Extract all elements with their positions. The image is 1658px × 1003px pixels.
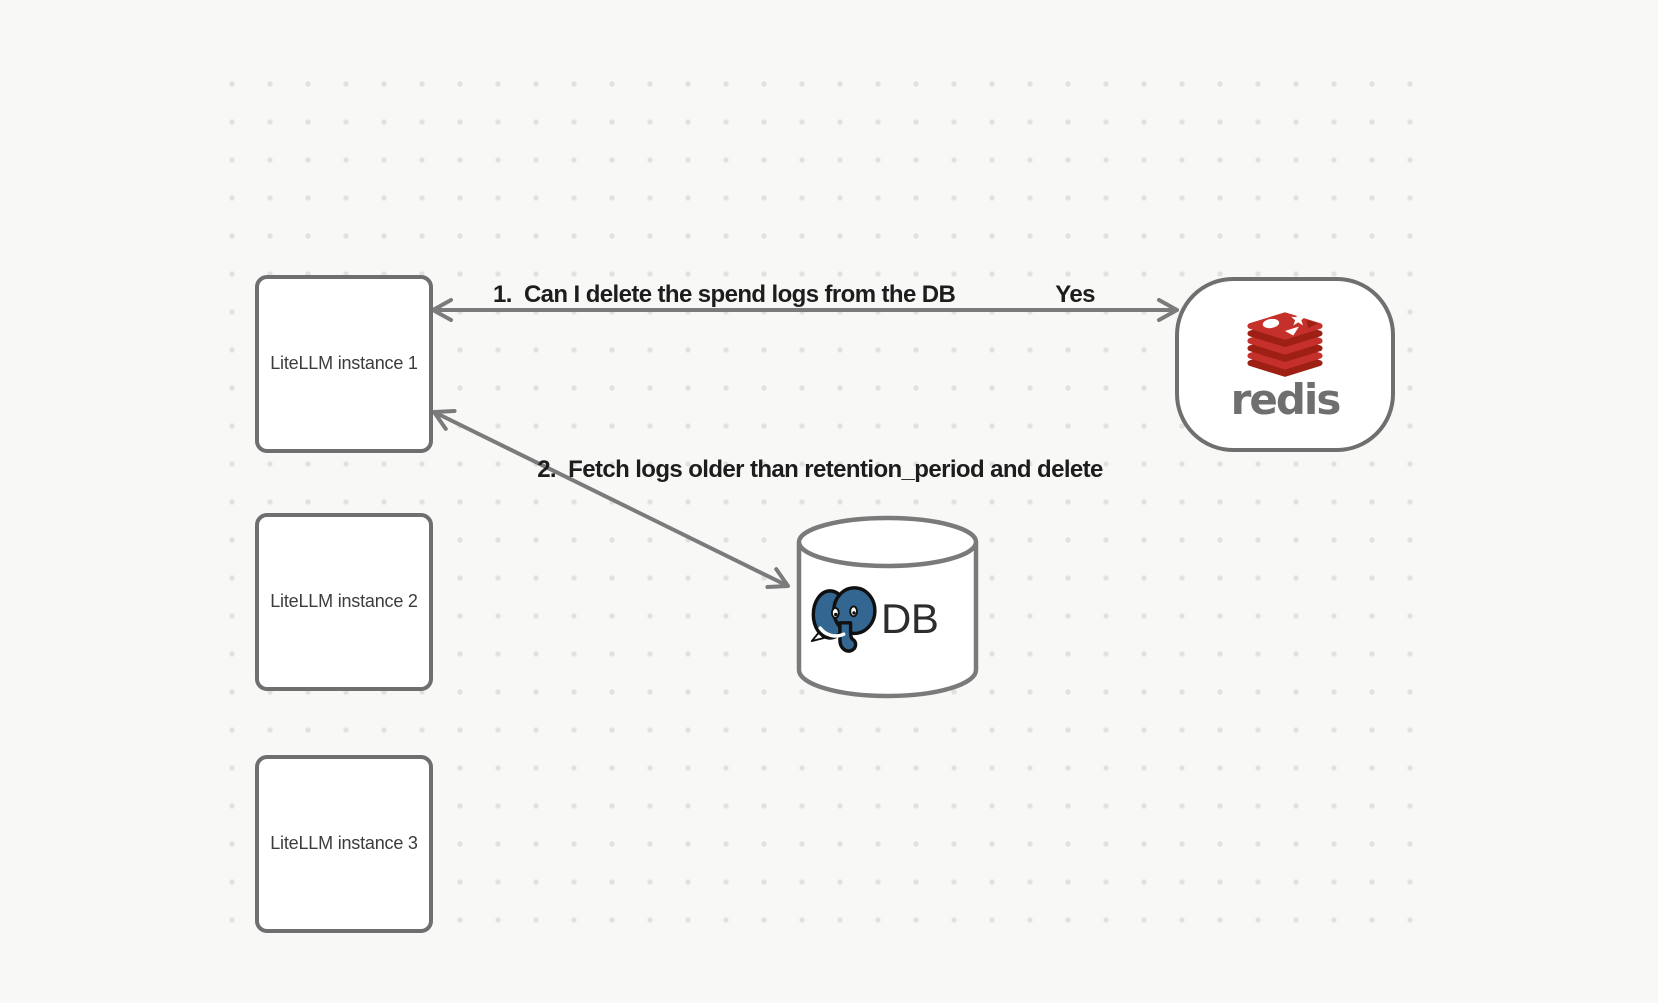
postgres-elephant-icon <box>810 586 877 653</box>
redis-node[interactable]: redis <box>1175 277 1395 452</box>
flow-1-answer-label: Yes <box>1055 281 1095 308</box>
flow-arrow-litellm-db[interactable] <box>432 408 790 590</box>
redis-wordmark: redis <box>1230 375 1342 424</box>
db-label: DB <box>881 595 939 642</box>
litellm-instance-1-label: LiteLLM instance 1 <box>270 353 418 374</box>
db-node-content: DB <box>808 580 968 658</box>
litellm-instance-3-label: LiteLLM instance 3 <box>270 833 418 854</box>
litellm-instance-1-node[interactable]: LiteLLM instance 1 <box>255 275 433 453</box>
flow-1-label-row: 1. Can I delete the spend logs from the … <box>493 283 1095 307</box>
flow-1-label: 1. Can I delete the spend logs from the … <box>493 281 956 308</box>
litellm-instance-2-node[interactable]: LiteLLM instance 2 <box>255 513 433 691</box>
flow-2-label: 2. Fetch logs older than retention_perio… <box>537 456 1103 483</box>
litellm-instance-3-node[interactable]: LiteLLM instance 3 <box>255 755 433 933</box>
redis-logo-icon <box>1247 312 1323 377</box>
database-cylinder-node[interactable] <box>796 515 979 700</box>
litellm-instance-2-label: LiteLLM instance 2 <box>270 591 418 612</box>
